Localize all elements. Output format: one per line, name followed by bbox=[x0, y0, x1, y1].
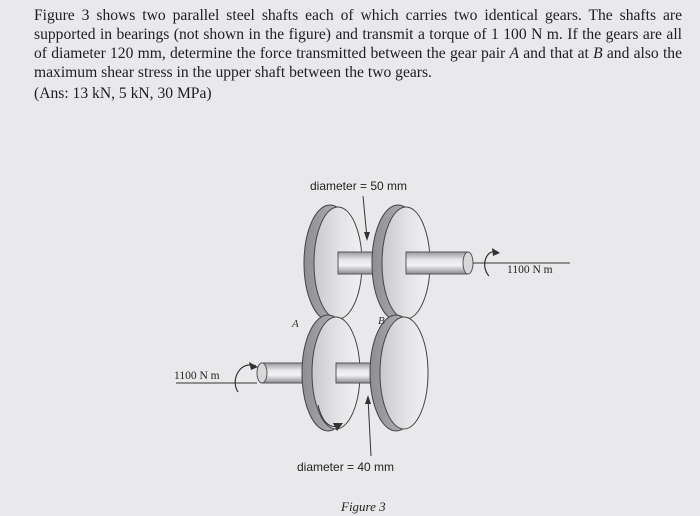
torque-left-arrow bbox=[176, 362, 258, 393]
torque-left-label: 1100 N m bbox=[174, 370, 220, 382]
answer-line: (Ans: 13 kN, 5 kN, 30 MPa) bbox=[34, 85, 212, 102]
gear-a-label: A bbox=[291, 318, 299, 330]
lower-diameter-pointer bbox=[367, 397, 372, 457]
upper-diameter-label: diameter = 50 mm bbox=[310, 179, 407, 193]
torque-right-label: 1100 N m bbox=[507, 264, 553, 276]
upper-gear-a bbox=[303, 204, 397, 322]
upper-diameter-pointer bbox=[362, 195, 368, 239]
upper-diameter-arrowhead bbox=[364, 232, 370, 241]
rotation-arrowhead bbox=[333, 423, 343, 431]
problem-text-part3: and also the maximum shear stress in the… bbox=[34, 45, 682, 81]
lower-diameter-label: diameter = 40 mm bbox=[297, 460, 394, 474]
upper-gear-right bbox=[371, 204, 474, 322]
torque-right-arrow bbox=[473, 248, 570, 277]
problem-statement: Figure 3 shows two parallel steel shafts… bbox=[34, 6, 682, 103]
gear-b-reference: B bbox=[593, 45, 603, 62]
figure-caption: Figure 3 bbox=[340, 499, 386, 514]
lower-diameter-arrowhead bbox=[365, 395, 371, 404]
gear-b-label: B bbox=[378, 315, 385, 327]
gear-a-reference: A bbox=[509, 45, 520, 62]
problem-text: Figure 3 shows two parallel steel shafts… bbox=[34, 6, 682, 82]
problem-text-part2: and that at bbox=[519, 45, 594, 62]
problem-text-part1: Figure 3 shows two parallel steel shafts… bbox=[34, 7, 682, 62]
lower-gear-b bbox=[369, 314, 429, 432]
